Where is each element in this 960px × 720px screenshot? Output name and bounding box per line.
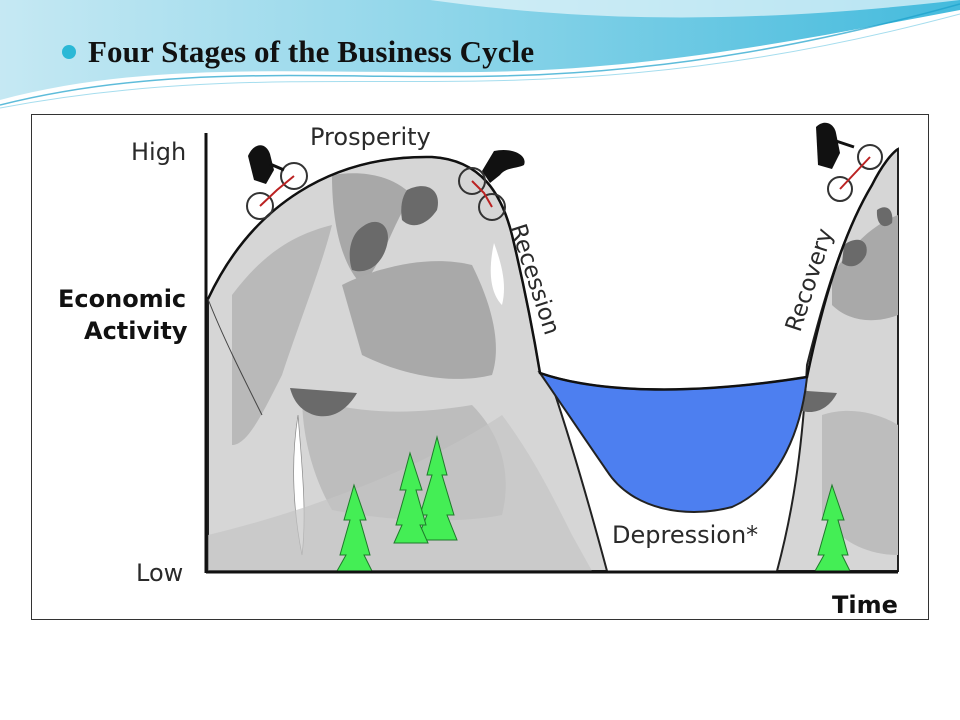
- cyclist-icon: [816, 122, 883, 202]
- business-cycle-diagram: High Low Economic Activity Time Prosperi…: [31, 114, 929, 620]
- bullet-icon: [62, 45, 76, 59]
- y-axis-title-line1: Economic: [58, 285, 186, 313]
- cyclist-icon: [458, 149, 525, 221]
- x-axis-title: Time: [832, 591, 898, 619]
- y-axis-title-line2: Activity: [84, 317, 188, 345]
- stage-label-prosperity: Prosperity: [310, 123, 431, 151]
- slide-title: Four Stages of the Business Cycle: [88, 34, 535, 69]
- diagram-canvas: High Low Economic Activity Time Prosperi…: [58, 122, 899, 619]
- y-axis-high-label: High: [131, 138, 186, 166]
- slide-title-row: Four Stages of the Business Cycle: [62, 30, 534, 74]
- business-cycle-curve: [206, 147, 899, 391]
- stage-label-depression: Depression*: [612, 521, 758, 549]
- tree-icon: [336, 435, 851, 572]
- cyclist-icon: [246, 145, 308, 220]
- y-axis-low-label: Low: [136, 559, 183, 587]
